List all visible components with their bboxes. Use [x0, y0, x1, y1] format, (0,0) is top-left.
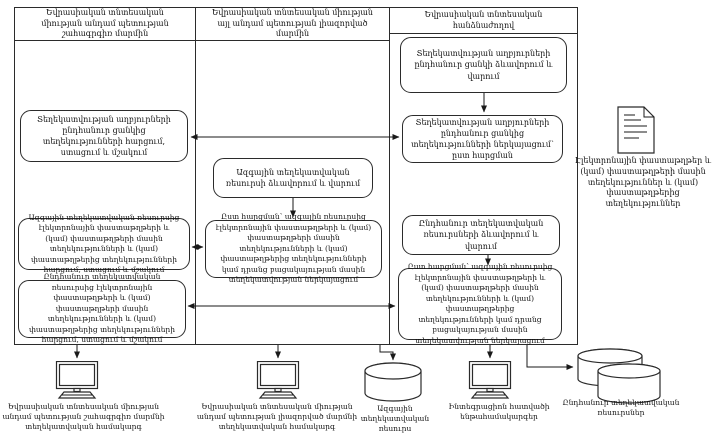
caption-authorized-body-system: Եվրասիական տնտեսական միության անդամ պետո… [196, 402, 358, 432]
arrow-lane2-to-national-resource [379, 345, 396, 361]
process-query-common-list: Տեղեկատվության աղբյուրների ընդհանուր ցան… [20, 110, 188, 162]
process-form-national-resource: Ազգային տեղեկատվական ռեսուրսի ձևավորում … [213, 158, 373, 198]
monitor-icon [55, 361, 99, 399]
process-provide-common-list: Տեղեկատվության աղբյուրների ընդհանուր ցան… [402, 115, 563, 163]
process-form-common-resources: Ընդհանուր տեղեկատվական ռեսուրսների ձևավո… [402, 215, 560, 255]
arrow-lane3-to-common-resources [526, 345, 574, 370]
process-provide-from-national-resource: Ըստ հարցման՝ ազգային ռեսուրսից էլեկտրոնա… [205, 212, 382, 284]
databases-icon [577, 348, 661, 404]
lane-header-authorized-body: Եվրասիական տնտեսական միության այլ անդամ … [196, 8, 389, 41]
caption-common-resources: Ընդհանուր տեղեկատվական ռեսուրսներ [562, 398, 680, 418]
caption-national-resource: Ազգային տեղեկատվական ռեսուրս [360, 404, 430, 434]
process-provide-by-request: Ըստ հարցման՝ ազգային ռեսուրսից էլեկտրոնա… [398, 262, 562, 345]
caption-integration-subsystems: Ինտեգրացիոն հատվածի ենթահամակարգեր [448, 402, 550, 422]
document-icon [617, 106, 655, 154]
lane-header-interested-body: Եվրասիական տնտեսական միության անդամ պետո… [15, 8, 195, 41]
caption-electronic-documents: Էլեկտրոնային փաստաթղթեր և (կամ) փաստաթղթ… [574, 156, 712, 209]
process-form-common-list: Տեղեկատվության աղբյուրների ընդհանուր ցան… [400, 37, 567, 93]
monitor-icon [256, 361, 300, 399]
process-query-national-resource: Ազգային տեղեկատվական ռեսուրսից էլեկտրոնա… [18, 213, 190, 274]
process-query-common-resource: Ընդհանուր տեղեկատվական ռեսուրսից էլեկտրո… [18, 272, 186, 344]
database-icon [364, 362, 422, 402]
monitor-icon [468, 361, 512, 399]
caption-interested-body-system: Եվրասիական տնտեսական միության անդամ պետո… [2, 402, 165, 432]
lane-header-commission: Եվրասիական տնտեսական հանձնաժողով [390, 8, 577, 34]
